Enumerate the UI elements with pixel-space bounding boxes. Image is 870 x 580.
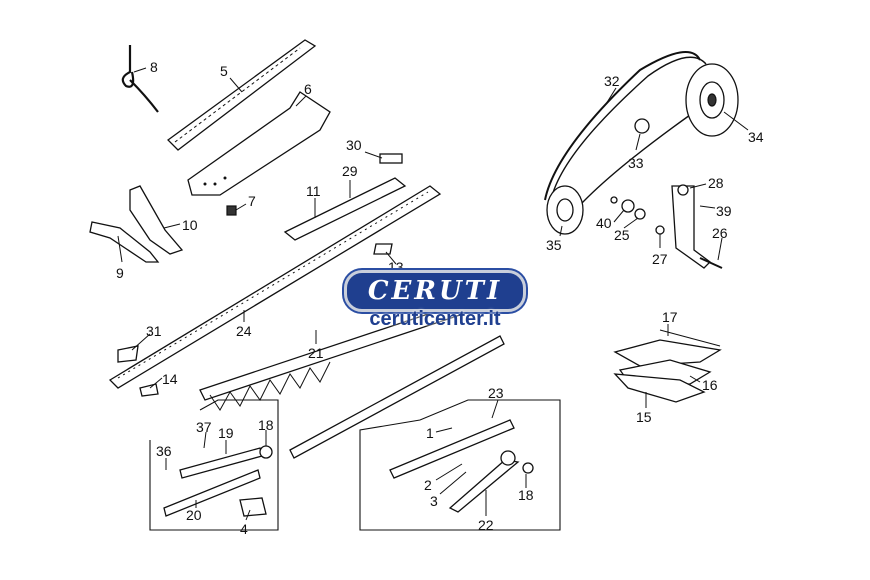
- label-part-21: 21: [308, 345, 324, 361]
- part-tensioner-arm: [671, 184, 723, 269]
- logo-name: CERUTI: [367, 276, 503, 306]
- part-small-pulley: [546, 185, 584, 235]
- part-guard-plates: [283, 153, 407, 241]
- label-part-16: 16: [702, 377, 718, 393]
- label-part-10: 10: [182, 217, 198, 233]
- label-part-40: 40: [596, 215, 612, 231]
- label-part-35: 35: [546, 237, 562, 253]
- label-part-1: 1: [426, 425, 434, 441]
- label-part-15: 15: [636, 409, 652, 425]
- part-clip-14: [139, 383, 159, 397]
- part-bolt: [226, 205, 237, 216]
- label-part-23: 23: [488, 385, 504, 401]
- label-part-6: 6: [304, 81, 312, 97]
- part-inner-shoe: [89, 185, 184, 263]
- detail-box-left: [149, 399, 279, 531]
- part-bushings: [610, 118, 665, 235]
- part-knife-strip: [289, 335, 505, 459]
- label-part-24: 24: [236, 323, 252, 339]
- label-part-30: 30: [346, 137, 362, 153]
- label-part-31: 31: [146, 323, 162, 339]
- part-clip-31: [117, 345, 139, 363]
- label-part-22: 22: [478, 517, 494, 533]
- part-spring-pin: [121, 45, 159, 113]
- label-part-2: 2: [424, 477, 432, 493]
- logo-website: ceruticenter.it: [369, 308, 501, 330]
- label-part-29: 29: [342, 163, 358, 179]
- label-part-4: 4: [240, 521, 248, 537]
- label-part-36: 36: [156, 443, 172, 459]
- label-part-19: 19: [218, 425, 234, 441]
- label-part-37: 37: [196, 419, 212, 435]
- label-part-3: 3: [430, 493, 438, 509]
- label-part-5: 5: [220, 63, 228, 79]
- part-wood-bar: [167, 39, 317, 151]
- label-part-20: 20: [186, 507, 202, 523]
- part-cutter-bar: [108, 185, 442, 389]
- label-part-39: 39: [716, 203, 732, 219]
- part-small-plate: [373, 243, 393, 255]
- label-part-18-right: 18: [518, 487, 534, 503]
- detail-box-right: [359, 399, 561, 531]
- part-guard-shields: [613, 329, 722, 403]
- part-large-pulley: [685, 63, 739, 137]
- ceruti-logo: CERUTI ceruticenter.it: [340, 268, 530, 334]
- part-labels: 8 5 6 30 29 11 7 10 9 13 33 31 24 21 14 …: [116, 59, 764, 537]
- label-part-7: 7: [248, 193, 256, 209]
- label-part-11: 11: [306, 183, 321, 199]
- label-part-18-left: 18: [258, 417, 274, 433]
- label-part-9: 9: [116, 265, 124, 281]
- leader-lines: [117, 67, 749, 521]
- label-part-26: 26: [712, 225, 728, 241]
- logo-badge: CERUTI: [344, 270, 526, 312]
- label-part-27: 27: [652, 251, 668, 267]
- label-part-17: 17: [662, 309, 678, 325]
- label-part-14: 14: [162, 371, 178, 387]
- label-part-34: 34: [748, 129, 764, 145]
- label-part-28: 28: [708, 175, 724, 191]
- label-part-33-right: 33: [628, 155, 644, 171]
- part-shield-plate: [187, 91, 331, 196]
- label-part-8: 8: [150, 59, 158, 75]
- label-part-32: 32: [604, 73, 620, 89]
- label-part-25: 25: [614, 227, 630, 243]
